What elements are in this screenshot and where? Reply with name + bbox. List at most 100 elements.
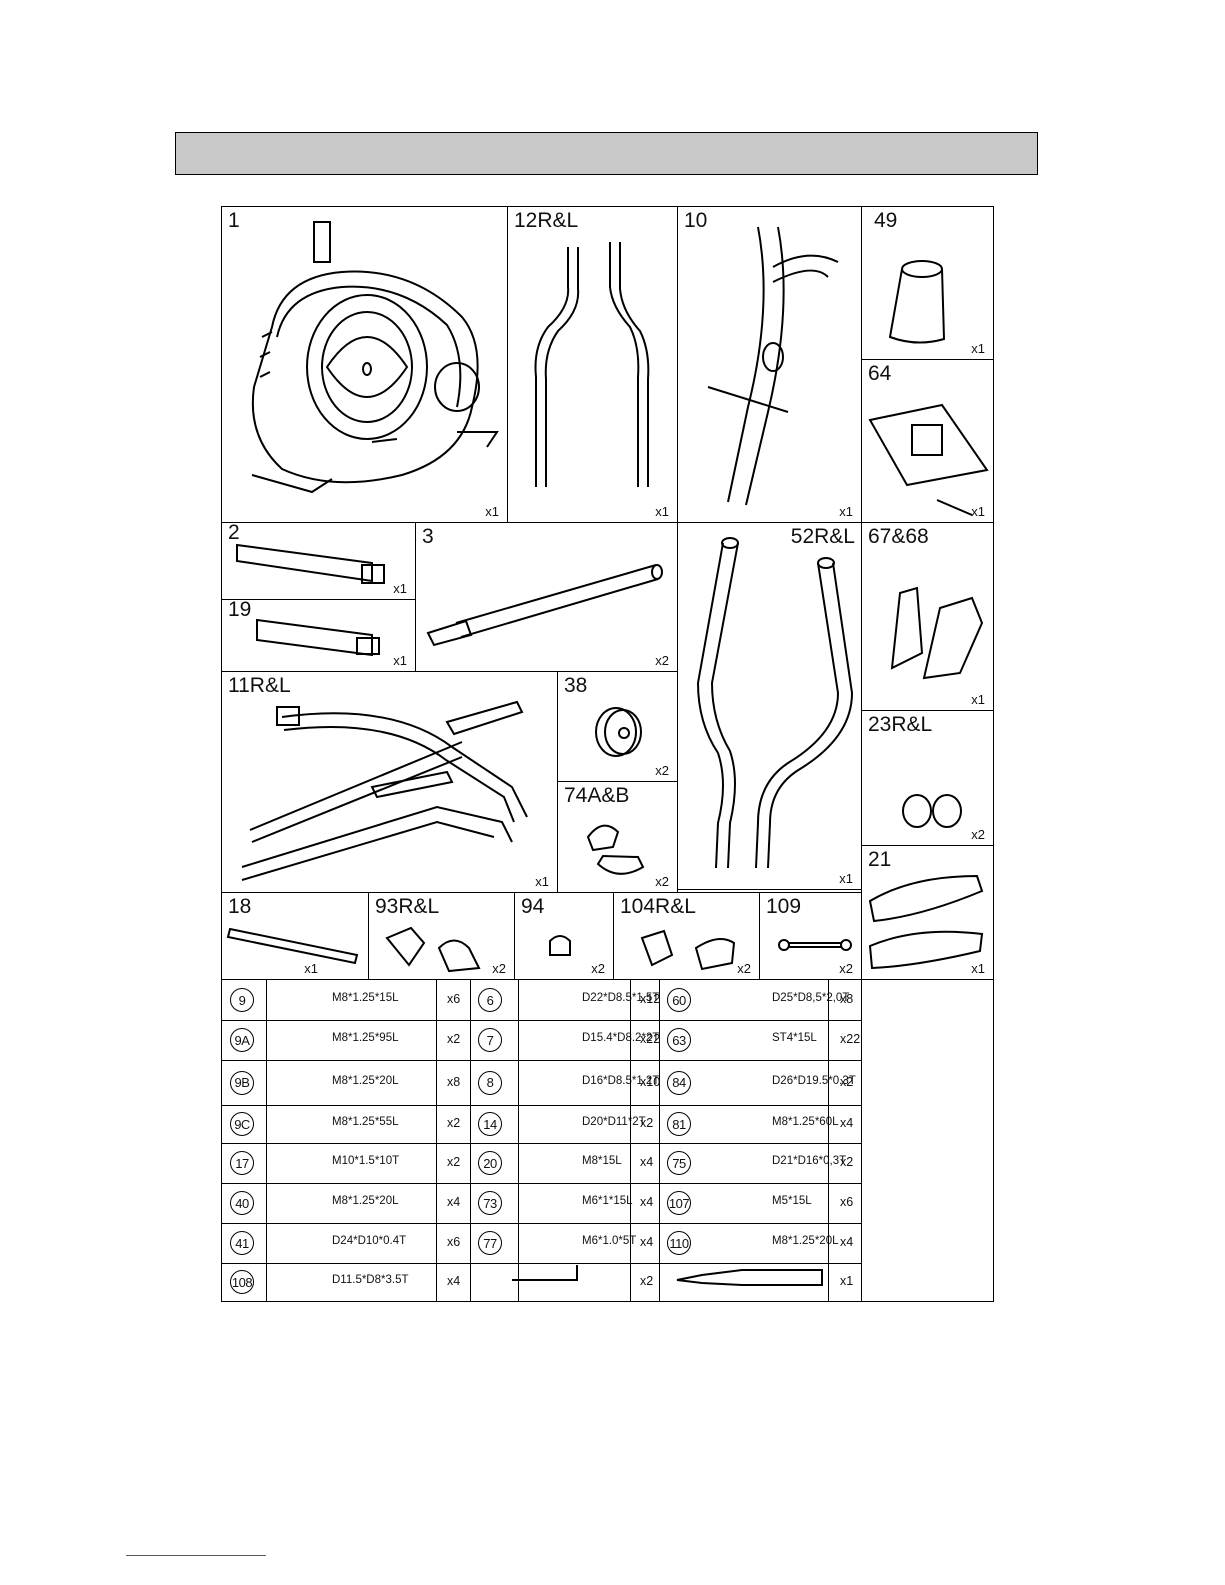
part-label: 10 [684,209,708,232]
hardware-spec: M8*1.25*20L [332,1074,399,1087]
hardware-qty: x2 [447,1032,461,1046]
hardware-part-number: 75 [667,1151,691,1175]
hardware-part-number: 9C [230,1112,254,1136]
hardware-part-number: 9A [230,1028,254,1052]
hardware-qty: x2 [447,1155,461,1169]
tools-drawing [512,1265,823,1286]
hardware-part-number: 40 [230,1191,254,1215]
part-qty: x1 [655,504,669,519]
hardware-qty: x22 [840,1032,861,1046]
part-qty: x2 [655,763,669,778]
handlebars-drawing [696,537,854,869]
hardware-spec: M8*1.25*20L [772,1235,839,1247]
hardware-qty: x4 [640,1235,654,1249]
hardware-part-number: 41 [230,1231,254,1255]
part-label: 23R&L [868,713,933,736]
hardware-spec: ST4*15L [772,1032,817,1044]
part-qty: x1 [393,581,407,596]
hardware-part-number: 7 [478,1028,502,1052]
hardware-qty: x22 [640,1032,661,1046]
table-column-divider [659,980,660,1301]
hardware-part-number: 8 [478,1070,502,1095]
table-column-divider [828,980,829,1301]
hardware-part-number: 108 [230,1270,254,1294]
main-frame-drawing [251,221,499,494]
part-cell-11rl: 11R&L x1 [221,671,558,893]
hardware-qty: x6 [447,992,461,1006]
part-qty: x2 [492,961,506,976]
part-label: 19 [228,598,252,621]
hardware-part-number: 81 [667,1112,691,1136]
part-label: 3 [422,525,434,548]
part-cell-49: 49 x1 [861,206,994,360]
table-column-divider [436,980,437,1301]
hardware-qty: x6 [447,1235,461,1249]
hardware-part-number: 20 [478,1151,502,1175]
part-qty: x1 [304,961,318,976]
part-cell-109: 109 x2 [759,892,862,980]
table-row-divider [222,1183,861,1184]
hardware-part-number: 9B [230,1070,254,1095]
shrouds-drawing [890,586,984,680]
hardware-qty: x4 [840,1235,854,1249]
part-label: 49 [874,209,898,232]
hardware-qty: x12 [640,992,661,1006]
wheel-drawing [595,707,642,757]
table-column-divider [470,980,471,1301]
hardware-part-number: 63 [667,1028,691,1052]
pedals-drawing [868,874,984,970]
hardware-spec: M6*1*15L [582,1195,633,1207]
part-cell-21: 21 x1 [861,845,994,980]
hardware-spec: M8*1.25*95L [332,1032,399,1044]
hardware-spec: M5*15L [772,1195,812,1207]
pedal-arms-drawing [241,700,528,881]
part-qty: x1 [971,341,985,356]
hardware-qty: x1 [840,1274,854,1288]
part-cell-12rl: 12R&L x1 [507,206,678,523]
part-cell-10: 10 x1 [677,206,862,523]
part-qty: x1 [839,871,853,886]
hardware-spec: M8*1.25*55L [332,1116,399,1128]
hardware-part-number: 73 [478,1191,502,1215]
part-label: 21 [868,848,892,871]
covers-104-drawing [640,929,736,971]
part-label: 104R&L [620,895,696,918]
hardware-spec: D11.5*D8*3.5T [332,1274,409,1286]
hardware-spec: M8*1.25*15L [332,992,399,1004]
hardware-spec: D26*D19.5*0.3T [772,1074,856,1087]
hardware-part-number: 107 [667,1191,691,1215]
stabilizer-front-drawing [236,543,385,584]
table-column-divider [518,980,519,1301]
covers-93-drawing [385,926,481,973]
part-cell-52rl: 52R&L x1 [677,522,862,890]
hardware-spec: M8*1.25*60L [772,1116,839,1128]
part-label: 64 [868,362,892,385]
part-qty: x1 [971,504,985,519]
hardware-part-number: 110 [667,1231,691,1255]
end-caps-drawing [586,824,645,875]
part-label: 12R&L [514,209,579,232]
table-row-divider [222,1020,861,1021]
rail-drawing [426,564,663,647]
part-cell-2: 2 x1 [221,521,416,600]
part-qty: x2 [655,874,669,889]
table-row-divider [222,1105,861,1106]
part-label: 2 [228,521,240,544]
table-row-divider [222,1223,861,1224]
part-qty: x2 [655,653,669,668]
hardware-spec: M8*15L [582,1155,622,1167]
part-cell-23rl: 23R&L x2 [861,710,994,846]
part-qty: x1 [839,504,853,519]
part-cell-93rl: 93R&L x2 [368,892,515,980]
hardware-qty: x4 [840,1116,854,1130]
hardware-spec: D20*D11*2T [582,1116,646,1128]
hardware-spec: M6*1.0*5T [582,1235,637,1247]
part-label: 1 [228,209,240,232]
hardware-qty: x2 [640,1116,654,1130]
hardware-qty: x8 [447,1074,461,1089]
part-cell-18: 18 x1 [221,892,369,980]
part-cell-6768: 67&68 x1 [861,522,994,711]
hardware-part-number: 6 [478,988,502,1012]
hardware-part-number: 60 [667,988,691,1012]
